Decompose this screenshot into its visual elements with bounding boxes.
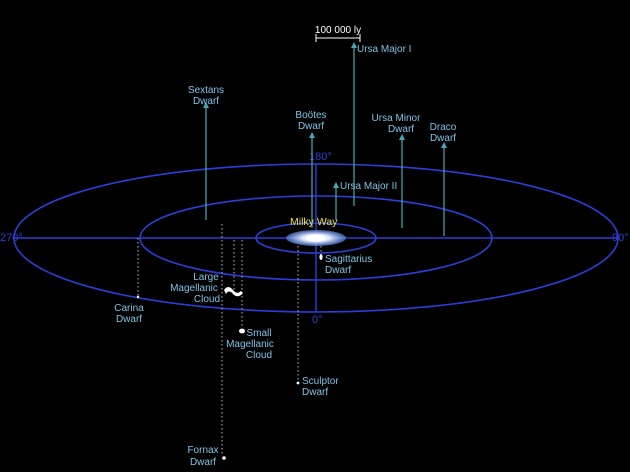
- angle-label-270: 270°: [0, 232, 23, 244]
- sextans-label-line1: Sextans: [188, 85, 224, 96]
- bootes-label-line1: Boötes: [295, 110, 326, 121]
- sagittarius-label-line2: Dwarf: [325, 265, 351, 276]
- milky-way-core: [306, 234, 326, 242]
- scale-bar: [315, 34, 361, 42]
- scale-bar-label: 100 000 ly: [315, 25, 361, 36]
- smc-label-line1: Small: [246, 328, 271, 339]
- draco-label-line2: Dwarf: [430, 133, 456, 144]
- lmc-label-line2: Magellanic: [170, 283, 218, 294]
- draco-arrow: [441, 142, 447, 148]
- ursa-minor-label-line1: Ursa Minor: [372, 113, 422, 124]
- smc-marker: [239, 328, 245, 334]
- ursa-major-1-label: Ursa Major I: [357, 44, 411, 55]
- sculptor-marker: [296, 381, 300, 385]
- draco-label-line1: Draco: [430, 122, 457, 133]
- lmc-label-line1: Large: [193, 272, 219, 283]
- carina-label-line2: Dwarf: [116, 314, 142, 325]
- sextans-arrow: [203, 102, 209, 108]
- fornax-label-line2: Dwarf: [190, 457, 216, 468]
- milky-way-label: Milky Way: [290, 216, 338, 228]
- lmc-label-line3: Cloud: [194, 294, 220, 305]
- ursa-major-2-label: Ursa Major II: [340, 181, 397, 192]
- milky-way-galaxy: [286, 230, 346, 246]
- sculptor-label-line1: Sculptor: [302, 376, 339, 387]
- galaxy-markers: [136, 254, 323, 460]
- carina-marker: [136, 295, 140, 299]
- galaxy-drop-lines: [137, 224, 322, 456]
- ursa-minor-label-line2: Dwarf: [388, 124, 414, 135]
- smc-label-line2: Magellanic: [226, 339, 274, 350]
- galaxy-stalks: [205, 46, 445, 236]
- bootes-label-line2: Dwarf: [298, 121, 324, 132]
- sagittarius-label-line1: Sagittarius: [325, 254, 372, 265]
- sagittarius-marker: [319, 254, 323, 260]
- galaxy-labels: Ursa Major I Sextans Dwarf Boötes Dwarf …: [114, 44, 457, 468]
- sextans-label-line2: Dwarf: [193, 96, 219, 107]
- bootes-arrow: [309, 132, 315, 138]
- angle-label-180: 180°: [309, 151, 332, 163]
- fornax-label-line1: Fornax: [187, 445, 218, 456]
- carina-label-line1: Carina: [114, 303, 144, 314]
- sculptor-label-line2: Dwarf: [302, 387, 328, 398]
- ursa-major-2-arrow: [333, 182, 339, 188]
- angle-label-90: 90°: [612, 232, 629, 244]
- smc-label-line3: Cloud: [246, 350, 272, 361]
- angle-labels: 0° 90° 180° 270°: [0, 151, 629, 326]
- lmc-marker: [224, 287, 243, 297]
- ursa-major-1-arrow: [351, 42, 357, 48]
- galaxy-arrow-tips: [203, 42, 447, 188]
- ursa-minor-arrow: [399, 134, 405, 140]
- fornax-marker: [222, 456, 226, 460]
- angle-label-0: 0°: [312, 314, 323, 326]
